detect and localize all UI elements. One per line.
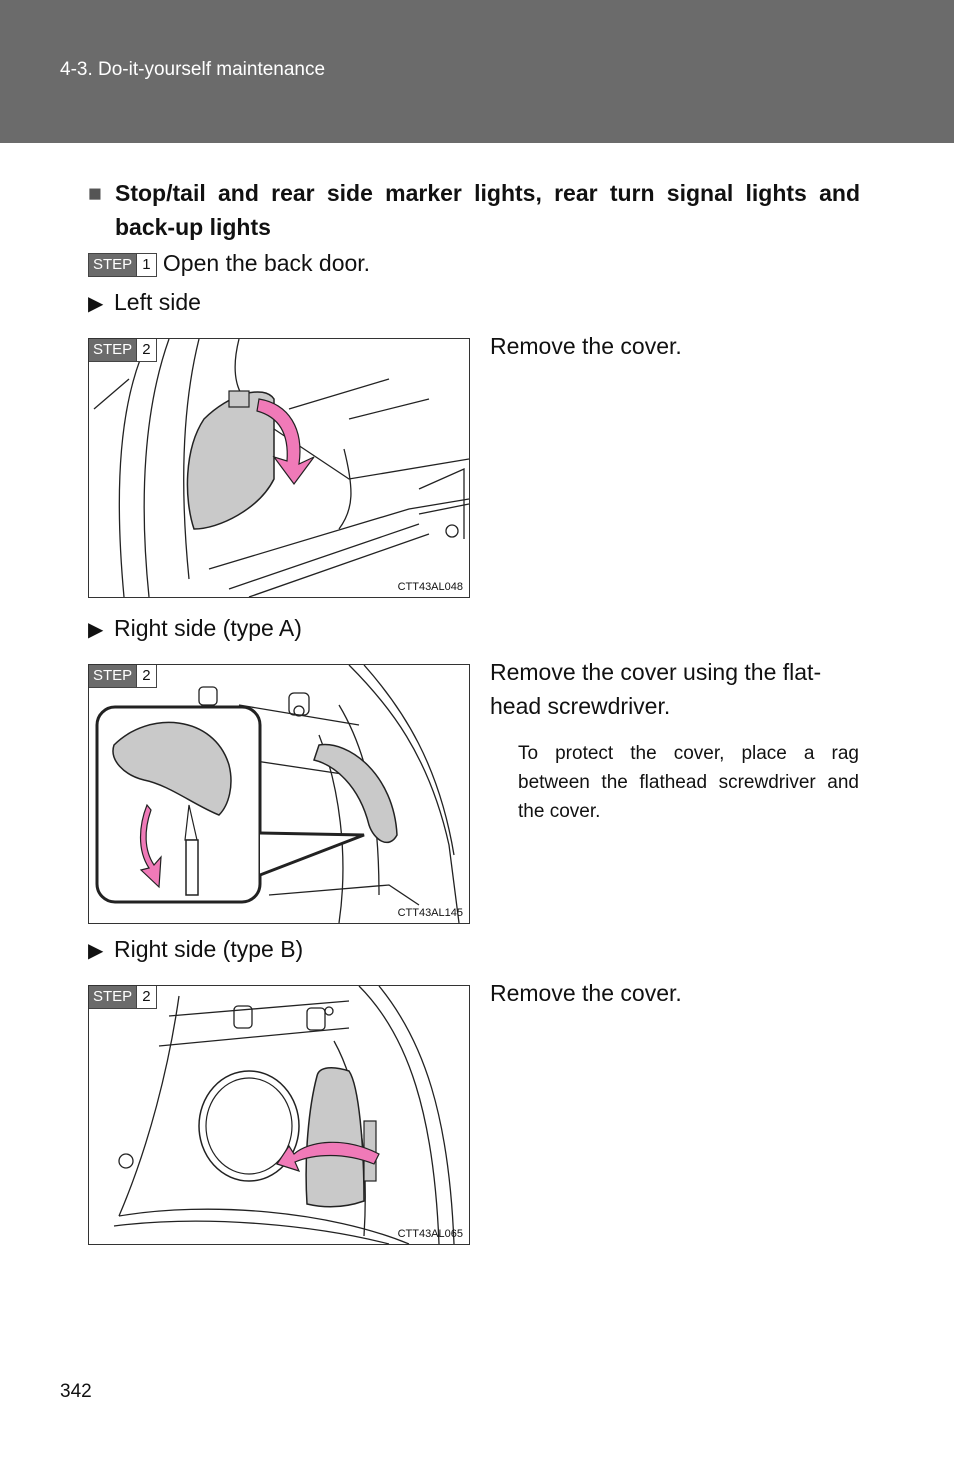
right-side-b-label: ▶Right side (type B) — [88, 936, 304, 962]
right-side-b-instruction: Remove the cover. — [490, 980, 682, 1006]
right-side-a-label: ▶Right side (type A) — [88, 615, 302, 641]
triangle-bullet-icon: ▶ — [88, 619, 104, 641]
square-bullet-icon: ■ — [88, 180, 102, 206]
right-side-a-note: To protect the cover, place a rag betwee… — [518, 743, 859, 822]
triangle-bullet-icon: ▶ — [88, 940, 104, 962]
right-side-b-illustration — [113, 986, 455, 1244]
section-heading: 4-3. Do-it-yourself maintenance — [60, 59, 326, 80]
section-title: ■ Stop/tail and rear side marker lights,… — [88, 176, 860, 244]
image-code: CTT43AL048 — [397, 581, 463, 593]
section-title-text: Stop/tail and rear side marker lights, r… — [115, 180, 860, 240]
triangle-bullet-icon: ▶ — [88, 293, 104, 315]
right-side-a-instruction: Remove the cover using the flat-head scr… — [490, 659, 822, 719]
page-number: 342 — [60, 1381, 92, 1402]
image-code: CTT43AL065 — [397, 1228, 463, 1240]
step-1-text: Open the back door. — [162, 250, 371, 276]
image-code: CTT43AL145 — [397, 907, 463, 919]
left-side-label: ▶Left side — [88, 289, 201, 315]
left-side-instruction: Remove the cover. — [490, 333, 682, 359]
left-side-illustration — [93, 339, 469, 597]
page-header: 4-3. Do-it-yourself maintenance — [0, 0, 954, 143]
right-side-a-illustration — [95, 665, 460, 923]
